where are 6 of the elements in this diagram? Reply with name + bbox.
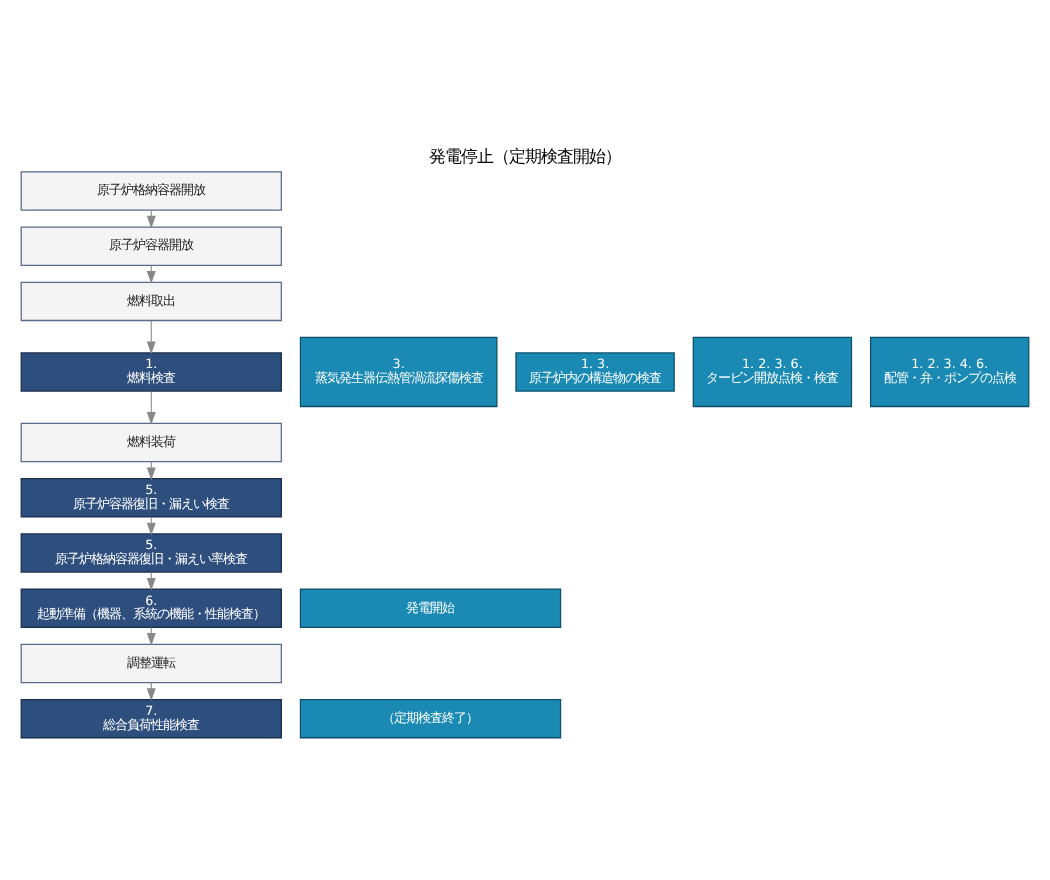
arrow xyxy=(146,389,156,424)
arrow xyxy=(146,208,156,228)
arrow xyxy=(146,515,156,535)
diagram-title: 発電停止（定期検査開始） xyxy=(429,147,621,168)
arrow xyxy=(146,570,156,590)
arrow xyxy=(146,319,156,354)
